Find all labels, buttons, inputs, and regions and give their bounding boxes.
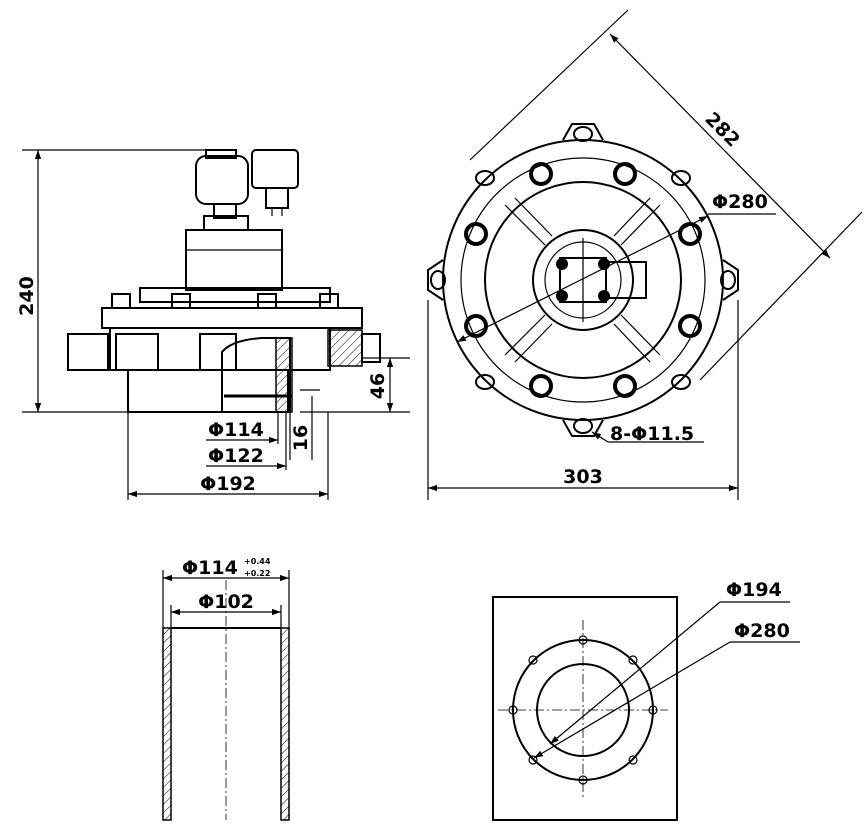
dim-plate-280: Φ280 xyxy=(734,620,790,642)
dim-tube-tol-upper: +0.44 xyxy=(244,557,271,566)
dim-tube-inner: Φ102 xyxy=(198,591,254,613)
dim-16: 16 xyxy=(290,425,312,451)
side-view: 240 46 16 Φ114 Φ122 Φ192 xyxy=(16,149,410,500)
valve-body xyxy=(67,307,381,413)
dim-phi192: Φ192 xyxy=(200,473,256,495)
solenoid-coil xyxy=(195,149,299,231)
tube-section: Φ114 +0.44 +0.22 Φ102 xyxy=(162,557,290,821)
plate-bolt-holes xyxy=(508,635,658,785)
dim-240: 240 xyxy=(16,276,38,316)
dim-46: 46 xyxy=(367,373,389,399)
dim-holes: 8-Φ11.5 xyxy=(610,423,694,445)
valve-bonnet xyxy=(111,229,339,309)
top-view: 282 Φ280 8-Φ11.5 303 xyxy=(427,9,863,500)
dim-plate-194: Φ194 xyxy=(726,579,782,601)
dim-phi280-top: Φ280 xyxy=(712,191,768,213)
dim-phi122: Φ122 xyxy=(208,445,264,467)
mounting-plate: Φ194 Φ280 xyxy=(492,579,800,821)
dim-phi114: Φ114 xyxy=(208,419,264,441)
dim-282: 282 xyxy=(700,108,744,152)
dim-tube-outer: Φ114 xyxy=(182,557,238,579)
dim-tube-tol-lower: +0.22 xyxy=(244,569,270,578)
dim-303: 303 xyxy=(563,466,603,488)
